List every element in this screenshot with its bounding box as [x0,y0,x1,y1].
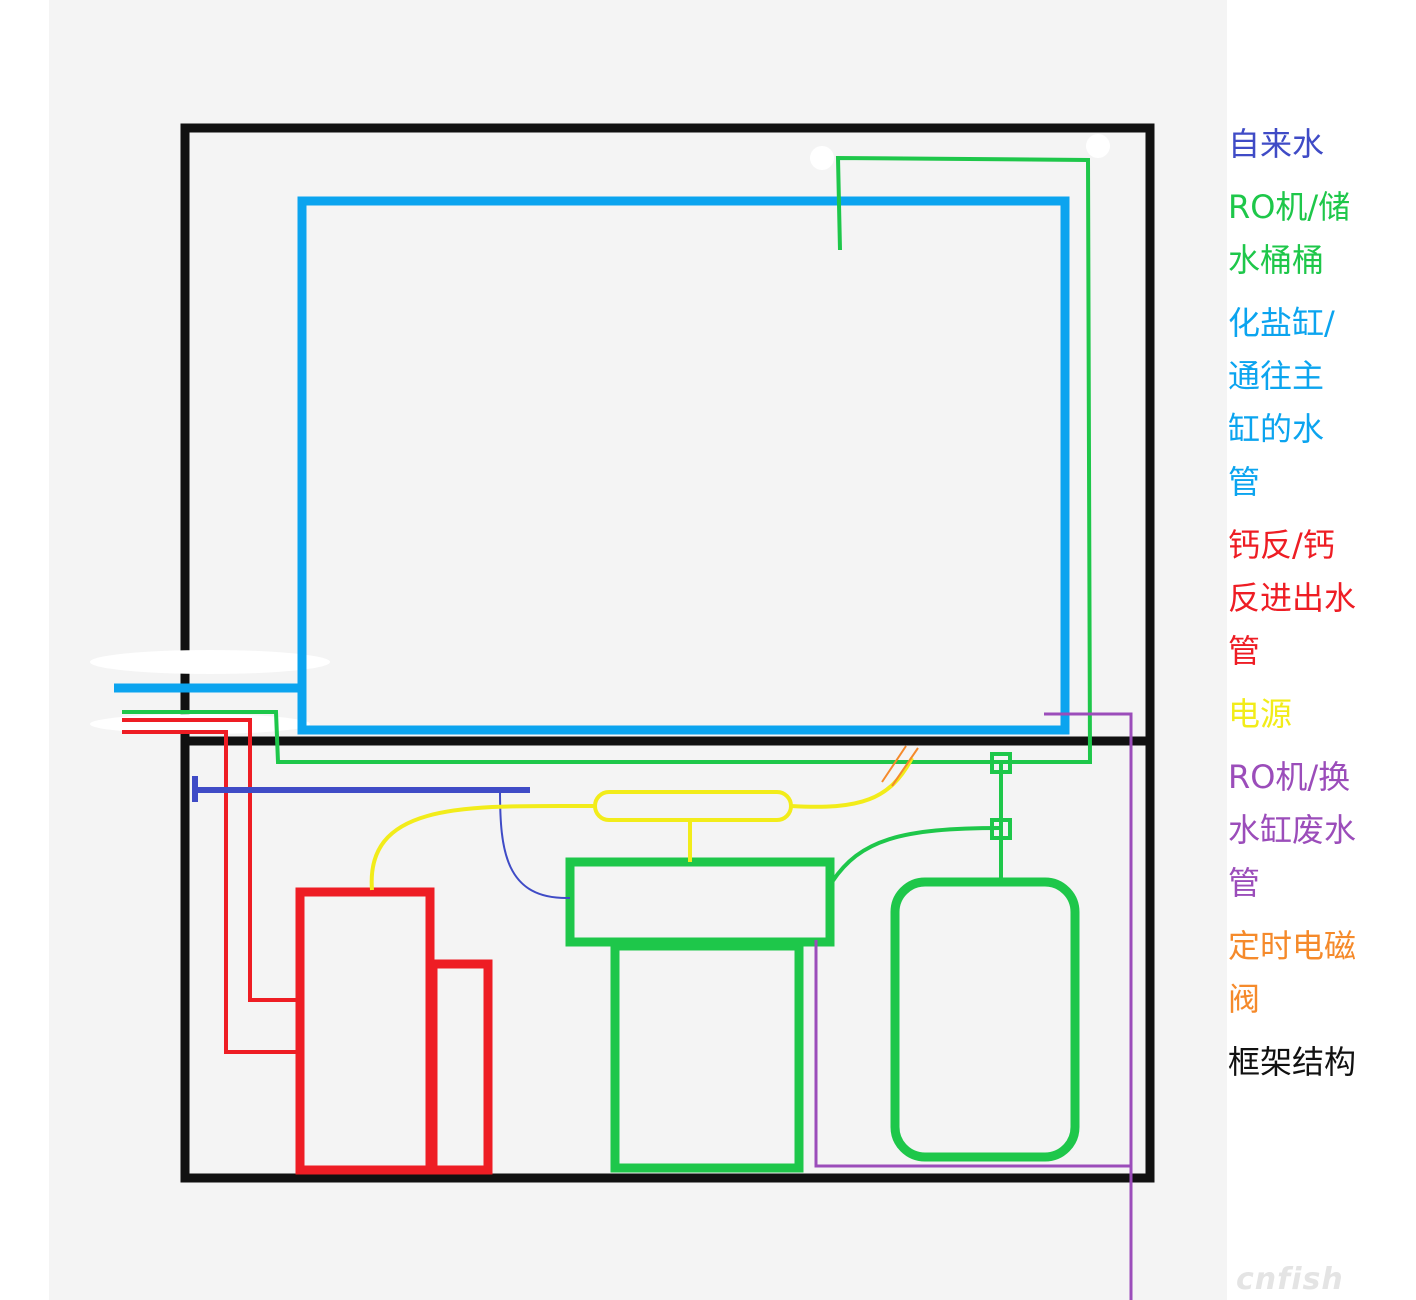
solenoid-valve [881,745,907,783]
solenoid-valve [891,747,919,787]
smudge [90,650,330,674]
legend-tap-water: 自来水 [1228,125,1325,163]
legend-waste-water: RO机/换 水缸废水 管 [1228,758,1357,902]
legend: 自来水 RO机/储 水桶桶 化盐缸/ 通往主 缸的水 管 钙反/钙 反进出水 管… [1228,118,1398,1099]
power-cable-right [790,757,914,809]
ro-to-bucket-pipe [830,826,1002,884]
ro-unit-head [565,857,835,947]
ro-pipe-top [122,155,1093,764]
paper-background [49,0,1227,1300]
main-tank [297,196,1070,735]
power-cable-left [369,803,596,891]
smudge [1086,134,1110,158]
power-strip [593,790,793,822]
watermark: cnfish [1236,1262,1344,1297]
calcium-pipe-1 [122,718,300,1002]
ro-unit-body [610,941,804,1173]
calcium-reactor [295,887,435,1175]
legend-calcium-reactor: 钙反/钙 反进出水 管 [1228,526,1357,670]
tap-water-feed [499,789,571,900]
valve-fitting [990,752,1012,774]
legend-solenoid-valve: 定时电磁 阀 [1228,927,1357,1018]
calcium-pipe-2 [122,730,300,1054]
cabinet-frame [180,123,1155,1183]
legend-salt-tank-pipe: 化盐缸/ 通往主 缸的水 管 [1228,304,1335,501]
smudge [810,146,834,170]
waste-water-pipe [1044,712,1133,1300]
legend-power: 电源 [1228,695,1293,733]
legend-ro-bucket: RO机/储 水桶桶 [1228,188,1351,279]
valve-fitting [990,818,1012,840]
legend-frame: 框架结构 [1228,1043,1357,1081]
waste-water-return [814,940,1131,1168]
storage-bucket [890,877,1080,1162]
calcium-reactor-chamber [428,959,493,1175]
